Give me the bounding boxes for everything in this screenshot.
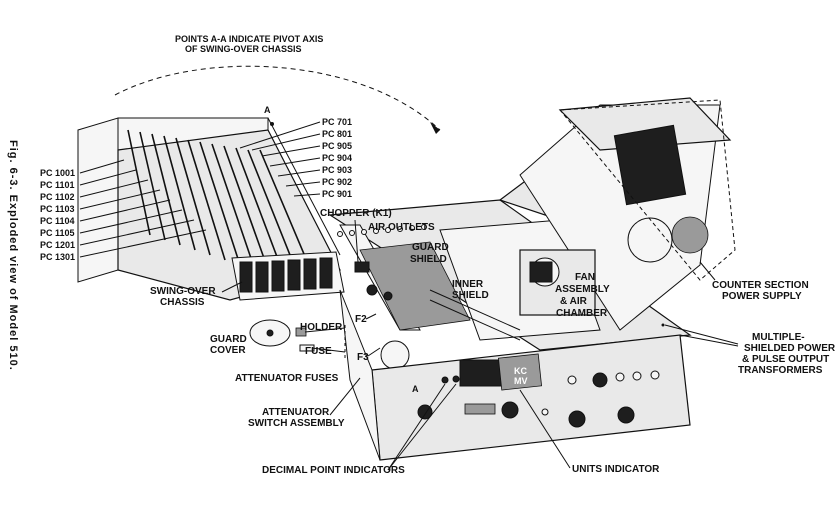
- pc-label: PC 701: [322, 117, 352, 127]
- pivot-point-top-marker: [270, 122, 274, 126]
- pc-label: PC 905: [322, 141, 352, 151]
- inner-shield-label-1: INNER: [452, 279, 484, 290]
- left-pc-labels: PC 1001 PC 1101 PC 1102 PC 1103 PC 1104 …: [40, 159, 207, 262]
- f2-label: F2: [355, 314, 367, 325]
- pc-label: PC 1201: [40, 240, 75, 250]
- pc-label: PC 1102: [40, 192, 75, 202]
- chopper-label: CHOPPER (K1): [320, 208, 392, 219]
- multiple-label-2: SHIELDED POWER: [744, 343, 836, 354]
- pc-label: PC 1101: [40, 180, 75, 190]
- holder-label: HOLDER: [300, 322, 343, 333]
- fan-label-2: ASSEMBLY: [555, 284, 610, 295]
- pc-label: PC 901: [322, 189, 352, 199]
- attenuator-switch-label-1: ATTENUATOR: [262, 407, 330, 418]
- air-outlets-label: AIR OUTLETS: [368, 222, 435, 233]
- swing-arc-arrowhead: [430, 122, 440, 134]
- pivot-point-a-top: A: [264, 105, 271, 115]
- pivot-point-a-front: A: [412, 384, 419, 394]
- fan-label-4: CHAMBER: [556, 308, 608, 319]
- f3-label: F3: [357, 352, 369, 363]
- pc-label: PC 902: [322, 177, 352, 187]
- decimal-point-label: DECIMAL POINT INDICATORS: [262, 465, 405, 476]
- units-indicator-label: UNITS INDICATOR: [572, 464, 660, 475]
- guard-cover-label-1: GUARD: [210, 334, 247, 345]
- multiple-label-3: & PULSE OUTPUT: [742, 354, 829, 365]
- guard-cover-label-2: COVER: [210, 345, 246, 356]
- pc-label: PC 903: [322, 165, 352, 175]
- right-pc-labels: PC 701 PC 801 PC 905 PC 904 PC 903 PC 90…: [239, 117, 352, 199]
- fuse-label: FUSE: [305, 346, 332, 357]
- pc-label: PC 904: [322, 153, 352, 163]
- pc-label: PC 801: [322, 129, 352, 139]
- pivot-note-line1: POINTS A-A INDICATE PIVOT AXIS: [175, 34, 323, 44]
- main-chassis: [328, 97, 732, 370]
- fan-label-1: FAN: [575, 272, 595, 283]
- fuse-holder-group: [249, 319, 346, 358]
- inner-shield-label-2: SHIELD: [452, 290, 489, 301]
- multiple-label-1: MULTIPLE-: [752, 332, 805, 343]
- pc-label: PC 1001: [40, 168, 75, 178]
- transformer-marker: [661, 323, 665, 327]
- pivot-note-line2: OF SWING-OVER CHASSIS: [185, 44, 302, 54]
- swing-arc-dashed: [114, 65, 441, 131]
- counter-ps-label-1: COUNTER SECTION: [712, 280, 809, 291]
- swing-over-connector-strip: [231, 251, 345, 301]
- pc-label: PC 1105: [40, 228, 75, 238]
- pc-label: PC 1104: [40, 216, 75, 226]
- figure-caption: Fig. 6-3. Exploded view of Model 510.: [7, 140, 19, 371]
- pc-label: PC 1301: [40, 252, 75, 262]
- units-kc: KC: [514, 366, 527, 376]
- swing-over-chassis-label-1: SWING-OVER: [150, 286, 216, 297]
- pc-label: PC 1103: [40, 204, 75, 214]
- guard-shield-label-2: SHIELD: [410, 254, 447, 265]
- fan-label-3: & AIR: [560, 296, 588, 307]
- swing-over-chassis-label-2: CHASSIS: [160, 297, 205, 308]
- attenuator-switch-label-2: SWITCH ASSEMBLY: [248, 418, 345, 429]
- units-mv: MV: [514, 376, 528, 386]
- attenuator-fuses-label: ATTENUATOR FUSES: [235, 373, 339, 384]
- counter-ps-label-2: POWER SUPPLY: [722, 291, 802, 302]
- pc-card-rack: [77, 117, 341, 301]
- power-supply-outline: [558, 99, 736, 281]
- guard-shield-label-1: GUARD: [412, 242, 449, 253]
- front-panel: [339, 289, 691, 461]
- multiple-label-4: TRANSFORMERS: [738, 365, 823, 376]
